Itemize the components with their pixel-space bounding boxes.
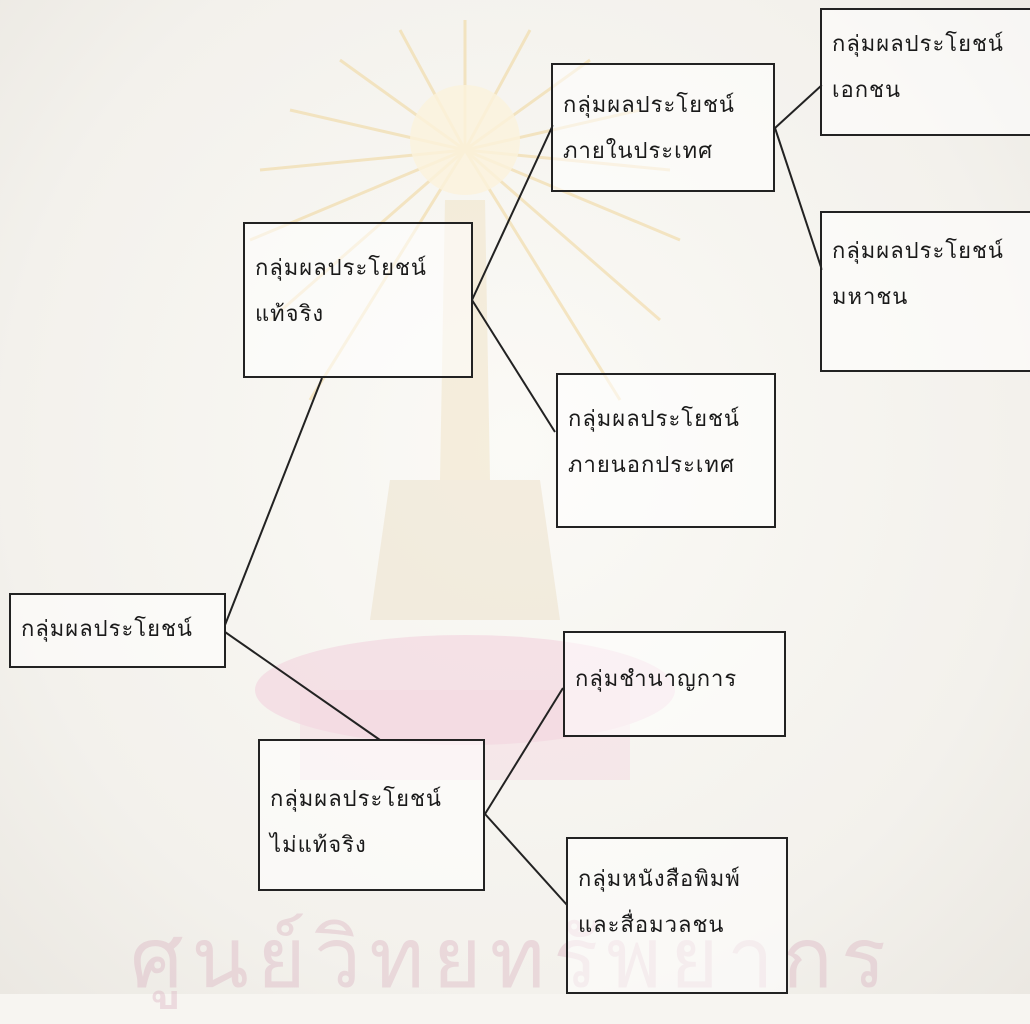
node-domestic-interest-groups: กลุ่มผลประโยชน์ ภายในประเทศ bbox=[551, 63, 775, 192]
node-non-genuine-interest-groups: กลุ่มผลประโยชน์ ไม่แท้จริง bbox=[258, 739, 485, 891]
node-label: กลุ่มผลประโยชน์ bbox=[270, 787, 442, 812]
connector-lines bbox=[224, 84, 823, 906]
node-label: กลุ่มผลประโยชน์ bbox=[255, 256, 427, 281]
node-public-interest-groups: กลุ่มผลประโยชน์ มหาชน bbox=[820, 211, 1030, 372]
node-press-media-groups: กลุ่มหนังสือพิมพ์ และสื่อมวลชน bbox=[566, 837, 788, 994]
link-nongenuine-media bbox=[484, 813, 568, 906]
node-label: กลุ่มหนังสือพิมพ์ bbox=[578, 867, 741, 892]
node-label: กลุ่มผลประโยชน์ bbox=[21, 617, 193, 642]
node-label-sub: ภายนอกประเทศ bbox=[568, 453, 735, 478]
link-genuine-foreign bbox=[471, 299, 556, 433]
node-private-interest-groups: กลุ่มผลประโยชน์ เอกชน bbox=[820, 8, 1030, 136]
node-label-sub: ไม่แท้จริง bbox=[270, 833, 367, 858]
node-label-sub: ภายในประเทศ bbox=[563, 139, 714, 164]
link-root-nongenuine bbox=[224, 631, 381, 741]
link-root-genuine bbox=[224, 377, 323, 626]
node-genuine-interest-groups: กลุ่มผลประโยชน์ แท้จริง bbox=[243, 222, 473, 378]
link-domestic-public bbox=[774, 127, 823, 271]
node-label: กลุ่มผลประโยชน์ bbox=[563, 93, 735, 118]
node-label: กลุ่มผลประโยชน์ bbox=[568, 407, 740, 432]
node-label-sub: แท้จริง bbox=[255, 302, 325, 327]
node-label: กลุ่มชำนาญการ bbox=[575, 667, 738, 692]
link-nongenuine-experts bbox=[484, 687, 564, 815]
node-label-sub: เอกชน bbox=[832, 78, 902, 103]
link-genuine-domestic bbox=[471, 124, 554, 301]
node-label: กลุ่มผลประโยชน์ bbox=[832, 239, 1004, 264]
node-label-sub: มหาชน bbox=[832, 285, 909, 310]
node-foreign-interest-groups: กลุ่มผลประโยชน์ ภายนอกประเทศ bbox=[556, 373, 776, 528]
node-label-sub: และสื่อมวลชน bbox=[578, 913, 725, 938]
node-interest-groups: กลุ่มผลประโยชน์ bbox=[9, 593, 226, 668]
node-label: กลุ่มผลประโยชน์ bbox=[832, 32, 1004, 57]
node-expert-groups: กลุ่มชำนาญการ bbox=[563, 631, 786, 737]
link-domestic-private bbox=[774, 84, 823, 129]
